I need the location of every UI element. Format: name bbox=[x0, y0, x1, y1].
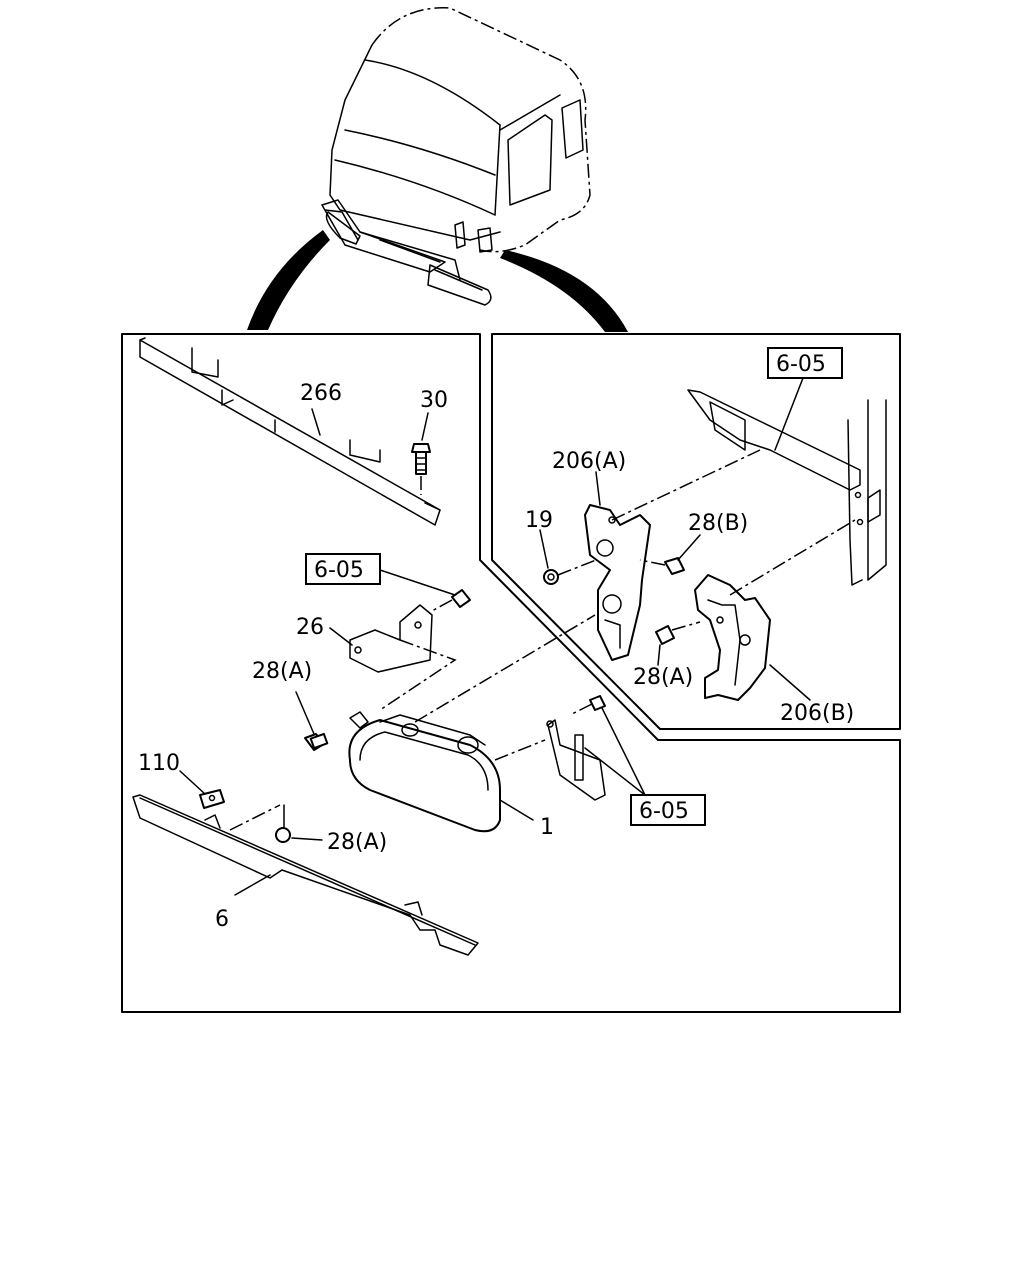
callout-26: 26 bbox=[296, 615, 324, 640]
part-206a-bracket bbox=[584, 449, 761, 661]
truck-cab-illustration bbox=[247, 7, 628, 332]
left-panel-outline bbox=[121, 333, 901, 1013]
callout-110: 110 bbox=[138, 751, 180, 776]
bolt-28b bbox=[639, 534, 701, 575]
part-266-reinforcement-bar bbox=[139, 337, 441, 526]
callout-206a: 206(A) bbox=[552, 449, 626, 474]
callout-19: 19 bbox=[525, 508, 553, 533]
callout-28a-left: 28(A) bbox=[252, 659, 312, 684]
nut-19 bbox=[539, 529, 597, 585]
callout-6: 6 bbox=[215, 907, 229, 932]
part-26-bracket bbox=[329, 569, 471, 711]
bolt-28a-bottom bbox=[275, 804, 323, 843]
callout-28b: 28(B) bbox=[688, 511, 748, 536]
callout-30: 30 bbox=[420, 388, 448, 413]
ref-box-bottom-mid: 6-05 bbox=[630, 794, 706, 826]
part-110-clip bbox=[179, 770, 225, 809]
bolt-30 bbox=[411, 412, 431, 495]
ref-box-top-right: 6-05 bbox=[767, 347, 843, 379]
callout-266: 266 bbox=[300, 381, 342, 406]
ref-box-left-mid: 6-05 bbox=[305, 553, 381, 585]
part-6-lower-panel bbox=[132, 794, 479, 956]
callout-28a-bottom: 28(A) bbox=[327, 830, 387, 855]
ref-label-top-right: 6-05 bbox=[776, 352, 826, 377]
callout-1: 1 bbox=[540, 815, 554, 840]
callout-206b: 206(B) bbox=[780, 701, 854, 726]
part-206b-bracket bbox=[694, 519, 856, 701]
ref-label-bottom-mid: 6-05 bbox=[639, 799, 689, 824]
lamp-side-bracket bbox=[546, 695, 646, 801]
callout-28a-right: 28(A) bbox=[633, 665, 693, 690]
frame-rail bbox=[687, 377, 887, 586]
bolt-28a-right bbox=[655, 621, 701, 666]
part-1-headlamp bbox=[348, 614, 596, 833]
ref-label-left-mid: 6-05 bbox=[314, 558, 364, 583]
bolt-28a-left bbox=[295, 691, 329, 751]
right-panel-outline bbox=[491, 333, 901, 730]
